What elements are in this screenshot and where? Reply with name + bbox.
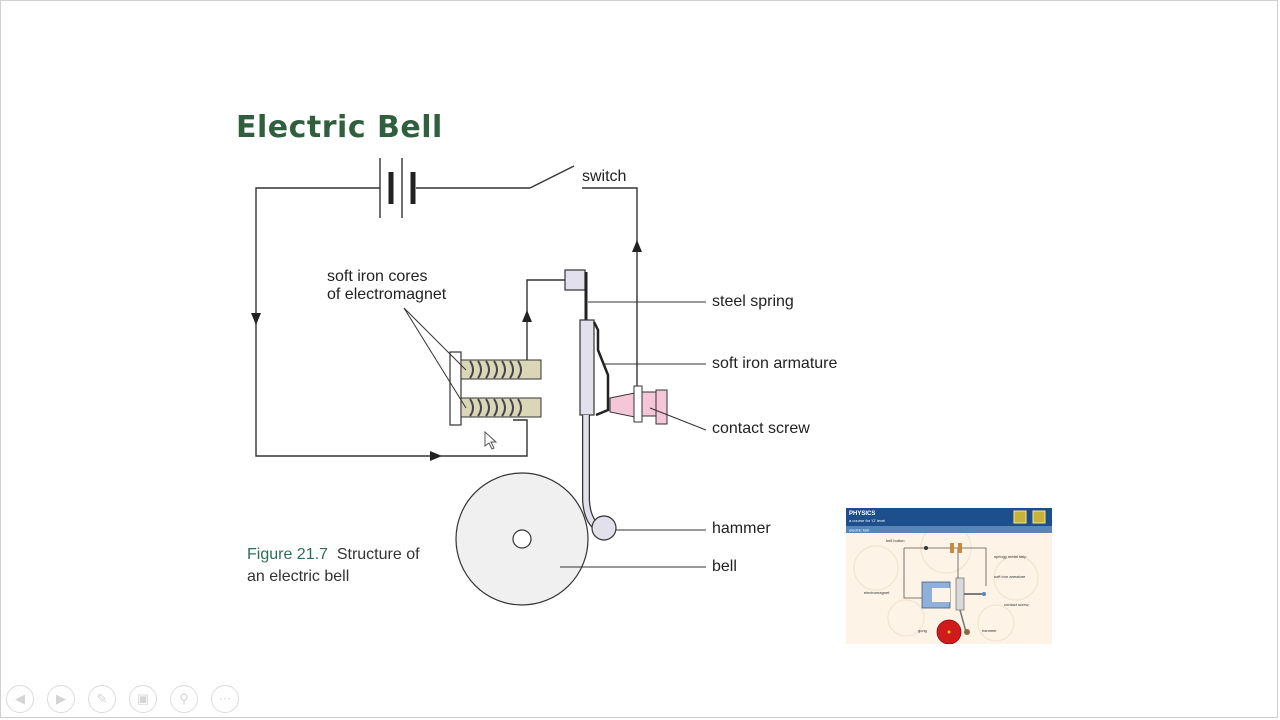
label-bell: bell xyxy=(712,558,737,575)
contact-screw xyxy=(609,385,668,425)
current-arrows xyxy=(251,240,642,461)
slides-icon: ▣ xyxy=(136,691,150,706)
mouse-cursor-icon xyxy=(484,430,498,450)
more-icon: ⋯ xyxy=(218,691,232,706)
thumb-label-contact-screw: contact screw xyxy=(1004,602,1029,607)
slides-button[interactable]: ▣ xyxy=(129,685,157,713)
previous-slide-button[interactable]: ◀ xyxy=(6,685,34,713)
thumb-label-armature: soft iron armature xyxy=(994,574,1026,579)
thumb-title: PHYSICS xyxy=(849,511,875,517)
battery-icon xyxy=(379,158,416,218)
bell-gong xyxy=(455,472,589,606)
thumb-label-springy-strip: springy metal strip xyxy=(994,554,1027,559)
label-steel-spring: steel spring xyxy=(712,293,794,310)
thumb-subtitle: a course for 'O' level xyxy=(849,518,885,523)
thumb-label-bell-button: bell button xyxy=(886,538,904,543)
pen-icon: ✎ xyxy=(96,691,108,706)
label-contact-screw: contact screw xyxy=(712,420,810,437)
spring-armature xyxy=(564,269,617,541)
pen-button[interactable]: ✎ xyxy=(88,685,116,713)
figure-caption: Figure 21.7 Structure of an electric bel… xyxy=(247,544,420,588)
zoom-button[interactable]: ⚲ xyxy=(170,685,198,713)
animation-thumbnail[interactable]: PHYSICS a course for 'O' level electric … xyxy=(846,508,1052,644)
arrow-left-icon: ◀ xyxy=(15,691,25,706)
caption-text-2: an electric bell xyxy=(247,568,350,585)
electromagnet xyxy=(403,307,542,426)
label-cores-line1: soft iron cores xyxy=(327,268,428,285)
zoom-icon: ⚲ xyxy=(179,691,189,706)
caption-text-1: Structure of xyxy=(336,546,420,563)
label-armature: soft iron armature xyxy=(712,355,838,372)
arrow-right-icon: ▶ xyxy=(56,691,66,706)
presentation-toolbar: ◀ ▶ ✎ ▣ ⚲ ⋯ xyxy=(6,685,239,713)
leader-lines xyxy=(560,301,707,568)
label-cores-line2: of electromagnet xyxy=(327,286,447,303)
thumb-label-hammer: hammer xyxy=(982,628,997,633)
thumb-tab: electric bell xyxy=(849,528,869,533)
figure-number: Figure 21.7 xyxy=(247,546,328,563)
thumb-label-gong: gong xyxy=(918,628,927,633)
label-hammer: hammer xyxy=(712,520,771,537)
next-slide-button[interactable]: ▶ xyxy=(47,685,75,713)
slide-title: Electric Bell xyxy=(236,110,443,145)
more-button[interactable]: ⋯ xyxy=(211,685,239,713)
label-switch: switch xyxy=(582,168,627,185)
thumb-label-electromagnet: electromagnet xyxy=(864,590,890,595)
